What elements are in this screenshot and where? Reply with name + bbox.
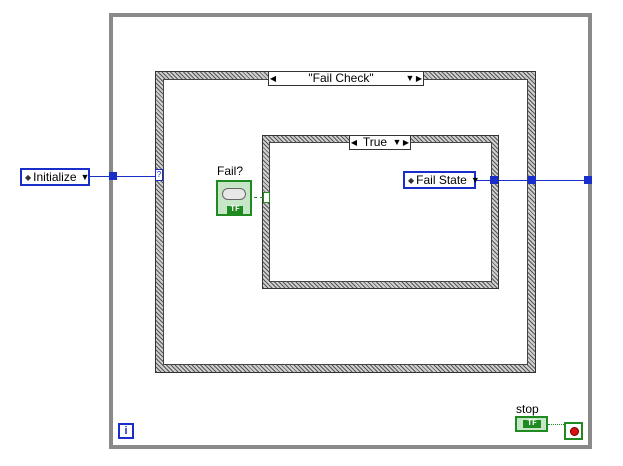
dropdown-icon[interactable]: ▼ <box>470 175 480 185</box>
enum-wire[interactable] <box>536 180 585 181</box>
loop-condition-terminal[interactable] <box>564 422 583 440</box>
fail-boolean-control[interactable]: TF <box>216 180 252 216</box>
toggle-switch-icon <box>222 188 246 200</box>
initialize-enum-label: Initialize <box>33 170 77 184</box>
enum-wire[interactable] <box>90 176 110 177</box>
enum-wire[interactable] <box>117 176 155 177</box>
outer-case-selector-label: "Fail Check" <box>308 71 374 85</box>
increment-arrow-icon[interactable]: ▶ <box>415 74 423 83</box>
inner-case-diagram <box>269 142 492 282</box>
loop-input-tunnel[interactable] <box>109 172 117 180</box>
enum-increment-icon[interactable]: ◆ <box>408 175 415 185</box>
dropdown-icon[interactable]: ▼ <box>405 73 415 83</box>
stop-control-label: stop <box>516 402 539 416</box>
fail-state-enum-constant[interactable]: ◆ Fail State ▼ <box>403 171 480 189</box>
outer-case-output-tunnel[interactable] <box>528 176 536 184</box>
case-selector-terminal[interactable]: ? <box>155 169 163 181</box>
enum-wire[interactable] <box>476 180 490 181</box>
boolean-selector-terminal[interactable] <box>263 192 270 203</box>
enum-increment-icon[interactable]: ◆ <box>25 172 32 182</box>
inner-case-selector-label: True <box>362 135 388 149</box>
iteration-terminal[interactable]: i <box>118 423 134 439</box>
stop-if-true-icon <box>570 427 579 436</box>
dropdown-icon[interactable]: ▼ <box>392 137 402 147</box>
inner-case-output-tunnel[interactable] <box>490 176 498 184</box>
enum-wire[interactable] <box>498 180 528 181</box>
increment-arrow-icon[interactable]: ▶ <box>402 138 410 147</box>
initialize-enum-constant[interactable]: ◆ Initialize ▼ <box>20 168 90 186</box>
inner-case-selector[interactable]: ◀ True ▼ ▶ <box>349 135 411 150</box>
boolean-wire[interactable] <box>548 424 564 425</box>
fail-control-label: Fail? <box>217 164 244 178</box>
tf-badge: TF <box>523 420 541 428</box>
tf-badge: TF <box>227 206 243 214</box>
boolean-wire[interactable] <box>254 197 263 198</box>
decrement-arrow-icon[interactable]: ◀ <box>269 74 277 83</box>
loop-output-tunnel[interactable] <box>584 176 592 184</box>
stop-boolean-control[interactable]: TF <box>515 416 548 432</box>
fail-state-enum-label: Fail State <box>416 173 467 187</box>
outer-case-selector[interactable]: ◀ "Fail Check" ▼ ▶ <box>268 71 424 86</box>
dropdown-icon[interactable]: ▼ <box>80 172 90 182</box>
decrement-arrow-icon[interactable]: ◀ <box>350 138 358 147</box>
